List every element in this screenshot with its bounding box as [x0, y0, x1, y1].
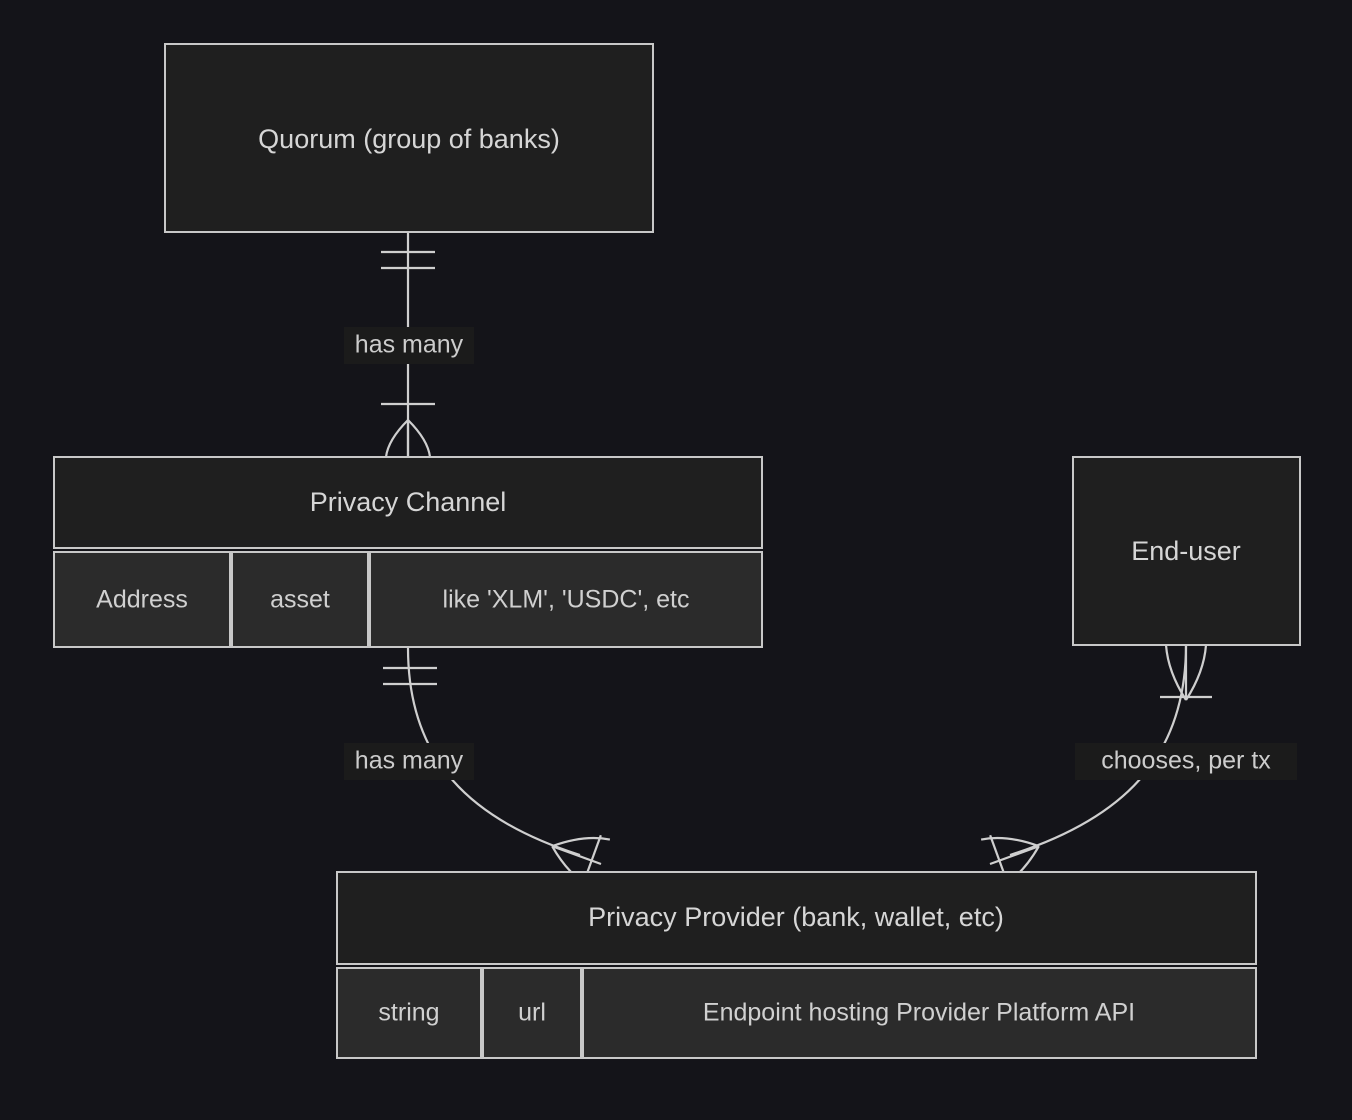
attribute-cell-comment[interactable] [582, 967, 1257, 1059]
attribute-name-text: asset [270, 586, 330, 614]
attribute-comment-text: Endpoint hosting Provider Platform API [703, 999, 1135, 1027]
entity-quorum-box[interactable] [164, 43, 654, 233]
cardinality-exactly-one-marker [381, 250, 435, 270]
entity-privacy-channel-title: Privacy Channel [310, 487, 507, 517]
attribute-cell-type[interactable] [336, 967, 482, 1059]
attribute-name-text: url [518, 999, 546, 1027]
cardinality-exactly-one-marker [383, 666, 437, 686]
entity-privacy-provider-title-box[interactable] [336, 871, 1257, 965]
entity-privacy-channel-title-box[interactable] [53, 456, 763, 549]
entity-end-user[interactable]: End-user [1072, 456, 1301, 646]
attribute-cell-type[interactable] [53, 551, 231, 648]
entity-privacy-provider[interactable]: Privacy Provider (bank, wallet, etc) str… [336, 871, 1257, 1059]
relationship-label-channel-to-provider: has many [344, 743, 474, 780]
entity-quorum-title: Quorum (group of banks) [258, 124, 560, 154]
label-chip [1075, 743, 1297, 780]
relationship-label-text: has many [355, 747, 464, 775]
attribute-cell-comment[interactable] [369, 551, 763, 648]
relationship-label-text: has many [355, 331, 464, 359]
attribute-comment-text: like 'XLM', 'USDC', etc [443, 586, 690, 614]
entity-privacy-provider-title: Privacy Provider (bank, wallet, etc) [588, 902, 1004, 932]
cardinality-one-or-many-marker [381, 402, 435, 458]
relationship-label-enduser-to-provider: chooses, per tx [1075, 743, 1297, 780]
entity-end-user-box[interactable] [1072, 456, 1301, 646]
relationship-label-text: chooses, per tx [1101, 747, 1271, 775]
attribute-cell-name[interactable] [482, 967, 582, 1059]
relationship-label-quorum-to-channel: has many [344, 327, 474, 364]
attribute-cell-name[interactable] [231, 551, 369, 648]
relationship-line [406, 647, 581, 857]
attribute-type-text: Address [96, 586, 188, 614]
entity-privacy-channel[interactable]: Privacy Channel Address asset like 'XLM'… [53, 456, 763, 648]
entity-end-user-title: End-user [1131, 536, 1241, 566]
label-chip [344, 327, 474, 364]
attribute-type-text: string [378, 999, 439, 1027]
label-chip [344, 743, 474, 780]
entity-quorum[interactable]: Quorum (group of banks) [164, 43, 654, 233]
cardinality-one-or-many-marker [1160, 644, 1212, 701]
